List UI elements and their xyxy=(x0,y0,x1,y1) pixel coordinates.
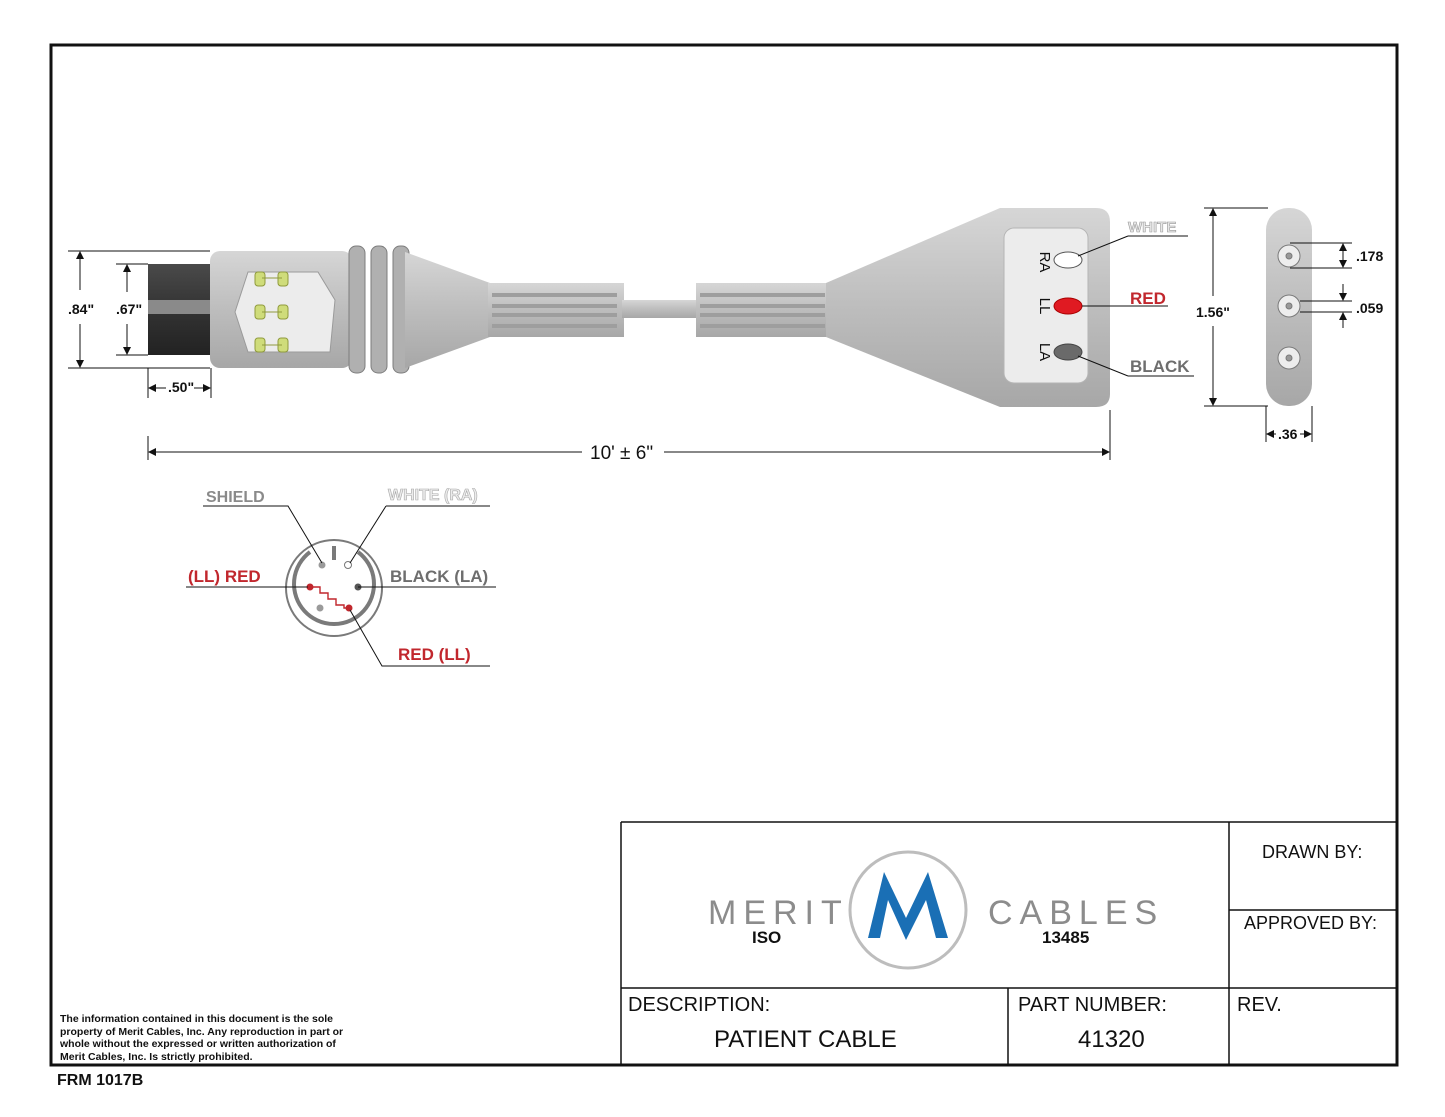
pinout-shield-label: SHIELD xyxy=(206,489,265,506)
plug-strain-relief-ribs xyxy=(492,293,617,328)
yoke-side-sockets xyxy=(1277,244,1301,370)
merit-cables-logo: MERIT CABLES ISO 13485 xyxy=(708,850,1164,970)
iso-right: 13485 xyxy=(1042,928,1089,947)
yoke-lead-la: LA BLACK xyxy=(1036,343,1194,377)
plug-key xyxy=(148,300,210,314)
part-number-value: 41320 xyxy=(1078,1026,1145,1053)
drawn-by-label: DRAWN BY: xyxy=(1262,842,1362,862)
pinout-outer-ring xyxy=(285,539,383,637)
yoke-lead-ra: RA WHITE xyxy=(1036,219,1188,272)
white-pin xyxy=(344,561,352,569)
plug-grip-rings xyxy=(348,245,410,374)
logo-ring xyxy=(848,850,968,970)
yoke-ll-position: LL xyxy=(1036,298,1053,315)
yoke-strain-relief-ribs xyxy=(700,293,825,328)
plug-pin-springs xyxy=(254,271,289,353)
pinout-ll-red-label: (LL) RED xyxy=(188,567,261,586)
yoke-strain-relief xyxy=(696,283,832,337)
logo-m-icon xyxy=(868,872,948,940)
pinout-black-label: BLACK (LA) xyxy=(390,567,488,586)
yoke-side-view xyxy=(1266,208,1312,406)
iso-left: ISO xyxy=(752,928,781,947)
plug-connector xyxy=(148,245,624,374)
dim-yoke-thickness: .36 xyxy=(1278,426,1298,442)
plug-taper xyxy=(405,252,490,368)
red-jumper xyxy=(310,586,349,609)
gray-pin xyxy=(316,604,324,612)
pinout-inner-ring xyxy=(292,550,376,626)
yoke-lead-ll: LL RED xyxy=(1036,289,1168,315)
shield-pin xyxy=(318,561,326,569)
pinout-leader-lines xyxy=(186,505,496,667)
approved-by-label: APPROVED BY: xyxy=(1244,913,1377,933)
yoke-white-label: WHITE xyxy=(1128,219,1176,236)
white-socket-icon xyxy=(1053,251,1083,269)
dim-socket-diameter: .059 xyxy=(1356,300,1383,316)
dim-plug-length: .50" xyxy=(168,379,194,395)
description-label: DESCRIPTION: xyxy=(628,994,770,1016)
dimension-labels: .84" .67" .50" 10' ± 6" 1.56" .178 .059 … xyxy=(68,248,1383,464)
dim-cable-length: 10' ± 6" xyxy=(590,443,653,464)
dim-plug-inner: .67" xyxy=(116,301,142,317)
cable-segment xyxy=(622,300,698,318)
pinout-diagram: SHIELD WHITE (RA) BLACK (LA) (LL) RED RE… xyxy=(186,487,496,667)
red-socket-icon xyxy=(1053,297,1083,315)
dim-plug-outer: .84" xyxy=(68,301,94,317)
proprietary-notice: The information contained in this docume… xyxy=(60,1013,344,1063)
drawing-border xyxy=(49,43,1399,1067)
yoke-black-label: BLACK xyxy=(1130,357,1190,376)
plug-strain-relief xyxy=(488,283,624,337)
dimension-lines xyxy=(68,207,1352,460)
title-block-text: DRAWN BY: APPROVED BY: DESCRIPTION: PATI… xyxy=(628,842,1377,1053)
yoke-la-position: LA xyxy=(1036,343,1053,361)
logo-right-word: CABLES xyxy=(988,894,1164,932)
logo-left-word: MERIT xyxy=(708,894,849,932)
yoke-red-label: RED xyxy=(1130,289,1166,308)
pinout-red-ll-label: RED (LL) xyxy=(398,645,471,664)
black-socket-icon xyxy=(1053,343,1083,361)
part-number-label: PART NUMBER: xyxy=(1018,994,1167,1016)
title-block-grid xyxy=(620,821,1397,1065)
description-value: PATIENT CABLE xyxy=(714,1026,897,1053)
rev-label: REV. xyxy=(1237,994,1282,1016)
dim-socket-spacing: .178 xyxy=(1356,248,1383,264)
pinout-white-label: WHITE (RA) xyxy=(388,487,478,504)
yoke-ra-position: RA xyxy=(1036,252,1053,273)
dim-yoke-height: 1.56" xyxy=(1196,304,1230,320)
form-number: FRM 1017B xyxy=(57,1072,144,1089)
